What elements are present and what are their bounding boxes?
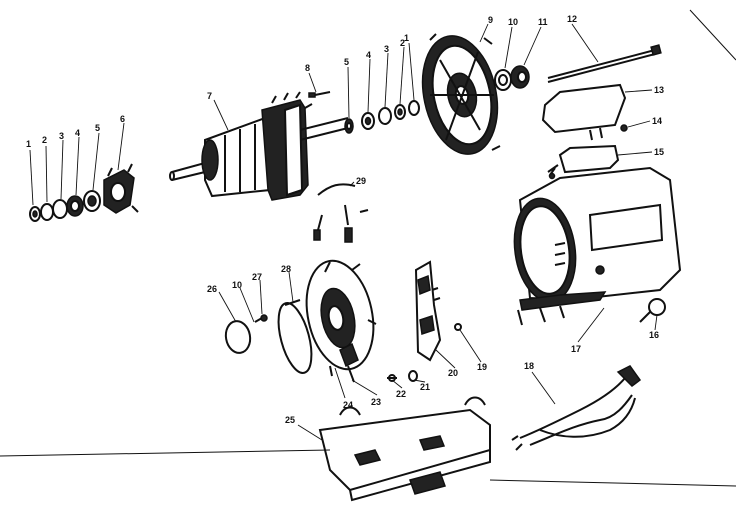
part-8-pin bbox=[308, 91, 331, 98]
callout-5-upper: 5 bbox=[344, 57, 349, 67]
part-24-front-end-bell bbox=[305, 259, 377, 377]
part-19-screw bbox=[454, 323, 462, 331]
part-10-ring bbox=[494, 69, 512, 91]
part-23-switch bbox=[339, 342, 359, 383]
callout-9: 9 bbox=[488, 15, 493, 25]
part-14-screw bbox=[620, 124, 628, 132]
callout-29: 29 bbox=[356, 176, 366, 186]
callout-1: 1 bbox=[26, 139, 31, 149]
part-9-end-bell bbox=[421, 33, 501, 155]
callout-23: 23 bbox=[371, 397, 381, 407]
callout-17: 17 bbox=[571, 344, 581, 354]
part-12-thru-bolt bbox=[547, 44, 662, 83]
part-16-plug bbox=[639, 298, 666, 323]
part-15-capacitor bbox=[547, 144, 620, 180]
callout-5: 5 bbox=[95, 123, 100, 133]
callout-2: 2 bbox=[42, 135, 47, 145]
callout-24: 24 bbox=[343, 400, 353, 410]
part-21-nut bbox=[408, 370, 418, 382]
callout-6: 6 bbox=[120, 114, 125, 124]
callout-13: 13 bbox=[654, 85, 664, 95]
callout-19: 19 bbox=[477, 362, 487, 372]
part-11-cap bbox=[510, 65, 530, 89]
callout-20: 20 bbox=[448, 368, 458, 378]
part-28-cover-plate bbox=[277, 299, 313, 374]
callout-27: 27 bbox=[252, 272, 262, 282]
callout-15: 15 bbox=[654, 147, 664, 157]
callout-11: 11 bbox=[538, 17, 548, 27]
part-13-cover bbox=[541, 83, 627, 141]
callout-28: 28 bbox=[281, 264, 291, 274]
callout-14: 14 bbox=[652, 116, 662, 126]
callout-7: 7 bbox=[207, 91, 212, 101]
callout-16: 16 bbox=[649, 330, 659, 340]
part-7-rotor bbox=[169, 91, 349, 201]
callout-8: 8 bbox=[305, 63, 310, 73]
callout-25: 25 bbox=[285, 415, 295, 425]
callout-22: 22 bbox=[396, 389, 406, 399]
callout-3-upper: 3 bbox=[384, 44, 389, 54]
part-27-screw bbox=[254, 314, 268, 323]
callout-2-upper: 2 bbox=[400, 38, 405, 48]
callout-10-upper: 10 bbox=[508, 17, 518, 27]
ground-lines bbox=[0, 9, 736, 487]
part-18-power-cord bbox=[511, 365, 642, 451]
part-22-screw bbox=[387, 374, 397, 382]
left-washer-stack bbox=[29, 190, 101, 222]
part-25-base bbox=[318, 396, 491, 502]
callout-1-upper: 1 bbox=[404, 33, 409, 43]
part-20-bracket bbox=[414, 260, 442, 362]
callout-21: 21 bbox=[420, 382, 430, 392]
right-washer-stack bbox=[344, 100, 420, 134]
callouts: 1 2 3 4 5 6 7 8 5 4 3 2 1 9 10 11 12 13 … bbox=[26, 14, 664, 425]
callout-18: 18 bbox=[524, 361, 534, 371]
part-17-stator-housing bbox=[513, 166, 682, 326]
callout-3: 3 bbox=[59, 131, 64, 141]
callout-4: 4 bbox=[75, 128, 80, 138]
callout-4-upper: 4 bbox=[366, 50, 371, 60]
leader-lines bbox=[29, 23, 658, 441]
callout-12: 12 bbox=[567, 14, 577, 24]
part-6-fan-hub bbox=[103, 163, 139, 214]
part-29-lead-wires bbox=[313, 183, 369, 243]
callout-26: 26 bbox=[207, 284, 217, 294]
callout-10-lower: 10 bbox=[232, 280, 242, 290]
part-26-cap bbox=[224, 320, 252, 354]
